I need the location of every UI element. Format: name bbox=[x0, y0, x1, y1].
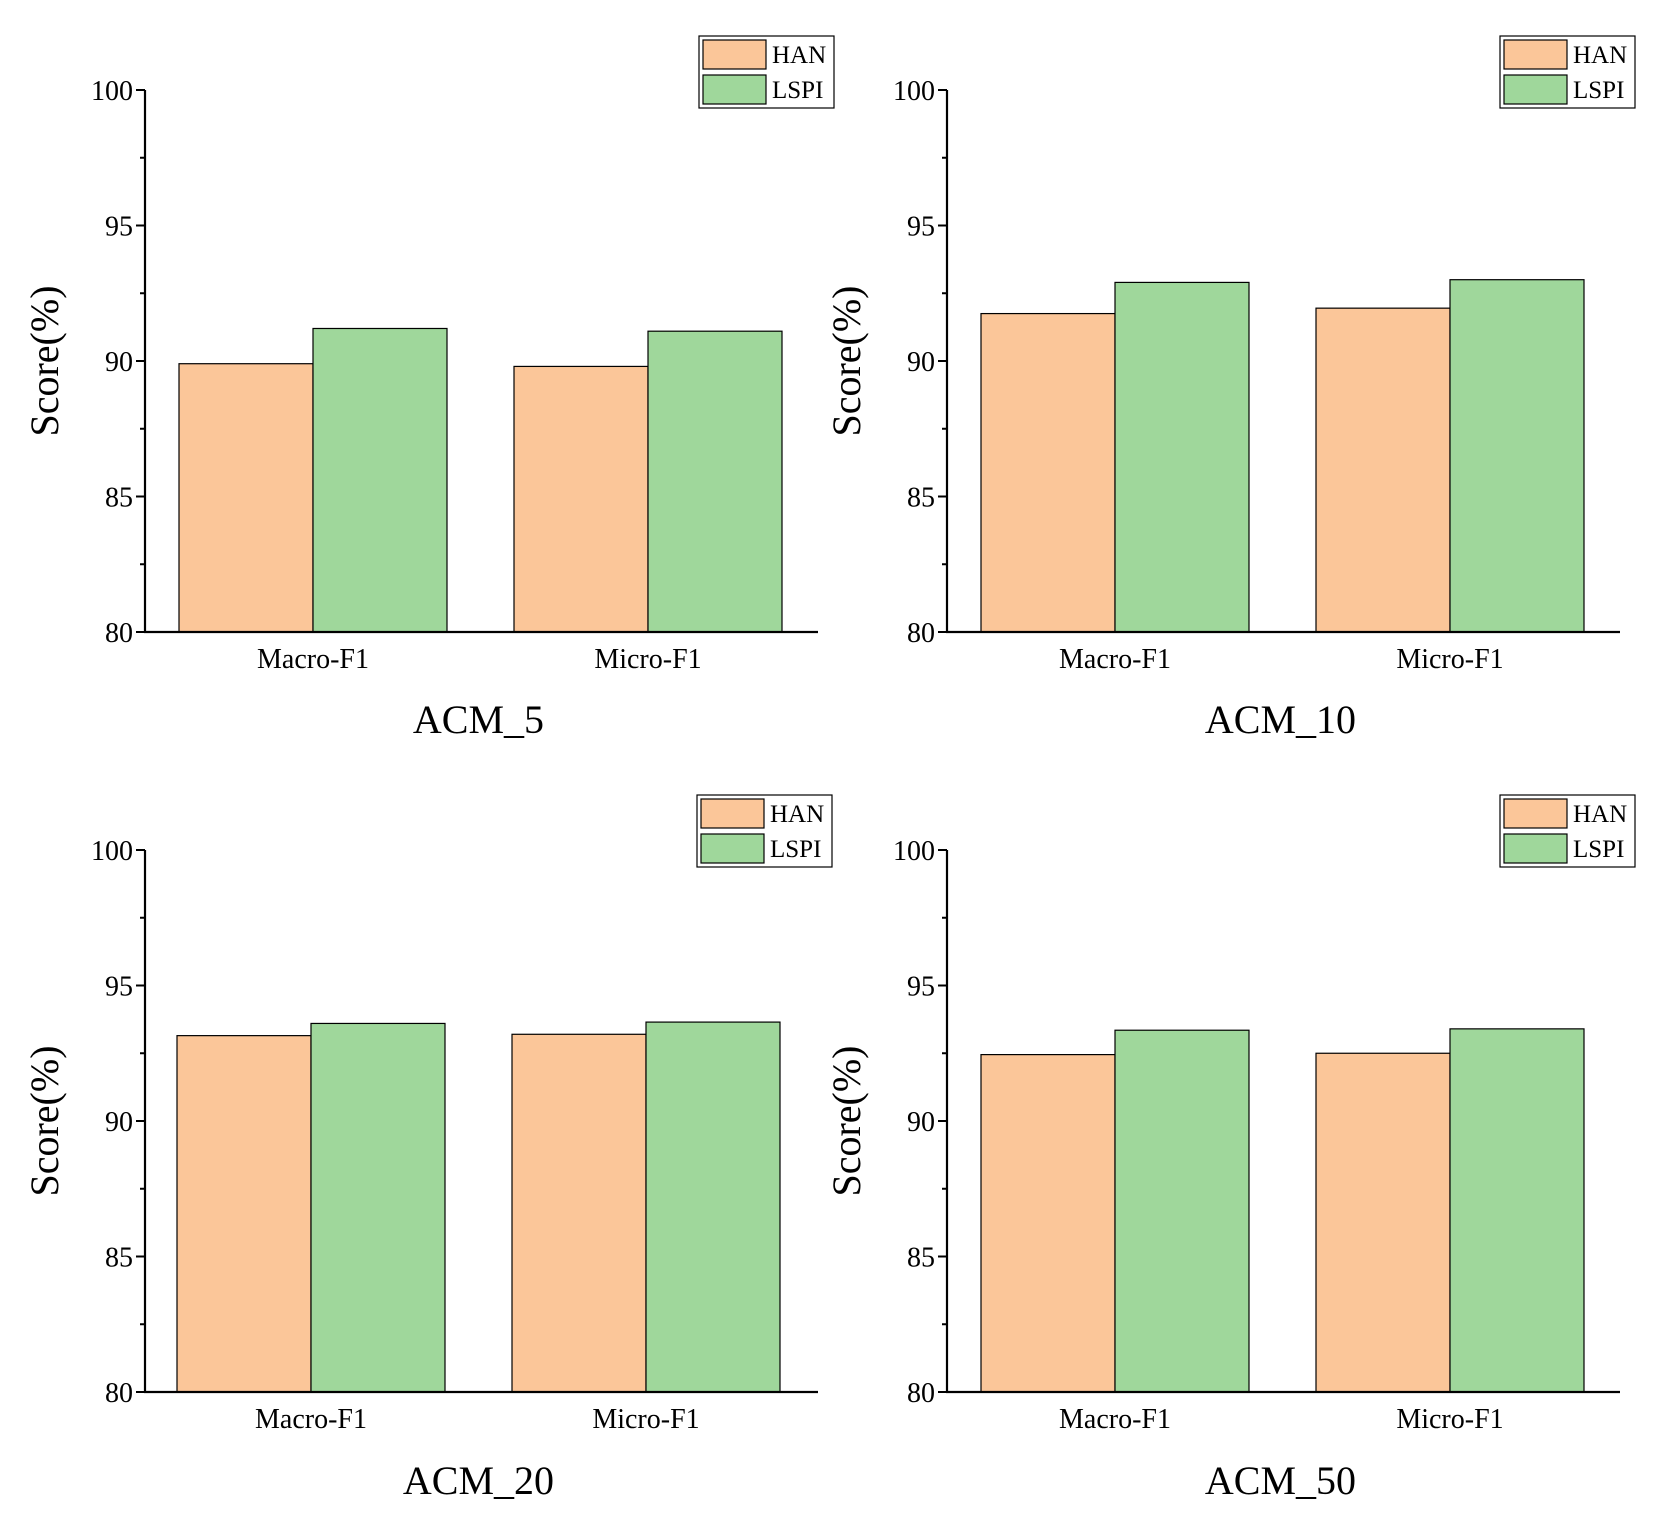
x-axis-label: ACM_10 bbox=[1205, 697, 1356, 742]
bar-lspi-micro-f1 bbox=[645, 1021, 781, 1393]
y-axis-label: Score(%) bbox=[22, 1045, 67, 1196]
bar-han-macro-f1 bbox=[980, 1054, 1116, 1393]
legend-swatch-han bbox=[700, 798, 765, 829]
legend: HAN LSPI bbox=[696, 794, 833, 868]
legend-swatch-han bbox=[1503, 39, 1568, 70]
y-axis-label: Score(%) bbox=[22, 285, 67, 436]
y-tick-label: 80 bbox=[907, 1378, 935, 1409]
x-tick-label: Micro-F1 bbox=[1396, 1404, 1503, 1435]
bar-han-macro-f1 bbox=[176, 1035, 312, 1393]
legend-swatch-lspi bbox=[1503, 833, 1568, 864]
y-tick-label: 85 bbox=[105, 483, 133, 514]
legend-label-lspi: LSPI bbox=[772, 77, 823, 104]
legend-label-lspi: LSPI bbox=[770, 836, 821, 863]
legend-swatch-han bbox=[1503, 798, 1568, 829]
x-tick-label: Macro-F1 bbox=[257, 644, 369, 675]
legend-label-lspi: LSPI bbox=[1573, 836, 1624, 863]
y-tick-label: 100 bbox=[91, 76, 133, 107]
y-tick-label: 80 bbox=[907, 618, 935, 649]
bar-han-micro-f1 bbox=[511, 1033, 647, 1393]
y-tick-label: 85 bbox=[907, 483, 935, 514]
y-tick-label: 95 bbox=[105, 972, 133, 1003]
legend-label-han: HAN bbox=[1573, 801, 1627, 828]
legend-swatch-lspi bbox=[700, 833, 765, 864]
legend: HAN LSPI bbox=[1499, 35, 1636, 109]
y-tick-label: 90 bbox=[105, 1107, 133, 1138]
x-tick-label: Macro-F1 bbox=[1059, 1404, 1171, 1435]
y-axis-label: Score(%) bbox=[824, 1045, 869, 1196]
x-axis-label: ACM_5 bbox=[413, 697, 544, 742]
y-tick-label: 90 bbox=[907, 1107, 935, 1138]
y-tick-label: 80 bbox=[105, 618, 133, 649]
legend: HAN LSPI bbox=[698, 35, 835, 109]
y-tick-label: 85 bbox=[105, 1243, 133, 1274]
y-tick-label: 90 bbox=[907, 347, 935, 378]
legend-swatch-lspi bbox=[1503, 74, 1568, 105]
y-tick-label: 90 bbox=[105, 347, 133, 378]
bar-han-micro-f1 bbox=[1315, 307, 1451, 633]
bar-lspi-micro-f1 bbox=[1449, 1028, 1585, 1393]
bar-lspi-macro-f1 bbox=[1114, 281, 1250, 633]
y-tick-label: 95 bbox=[907, 972, 935, 1003]
x-tick-label: Micro-F1 bbox=[592, 1404, 699, 1435]
y-tick-label: 95 bbox=[907, 212, 935, 243]
y-axis-label: Score(%) bbox=[824, 285, 869, 436]
legend-swatch-lspi bbox=[702, 74, 767, 105]
x-tick-label: Micro-F1 bbox=[594, 644, 701, 675]
y-tick-label: 80 bbox=[105, 1378, 133, 1409]
x-tick-label: Micro-F1 bbox=[1396, 644, 1503, 675]
y-tick-label: 100 bbox=[893, 836, 935, 867]
x-tick-label: Macro-F1 bbox=[1059, 644, 1171, 675]
y-tick-label: 85 bbox=[907, 1243, 935, 1274]
bar-han-micro-f1 bbox=[513, 365, 649, 633]
bar-lspi-micro-f1 bbox=[647, 330, 783, 633]
legend: HAN LSPI bbox=[1499, 794, 1636, 868]
x-axis-label: ACM_20 bbox=[403, 1458, 554, 1503]
legend-label-han: HAN bbox=[772, 42, 826, 69]
bar-lspi-macro-f1 bbox=[310, 1022, 446, 1393]
bar-lspi-macro-f1 bbox=[312, 327, 448, 633]
bar-han-macro-f1 bbox=[178, 363, 314, 633]
bar-lspi-micro-f1 bbox=[1449, 279, 1585, 633]
legend-label-lspi: LSPI bbox=[1573, 77, 1624, 104]
legend-label-han: HAN bbox=[770, 801, 824, 828]
y-tick-label: 95 bbox=[105, 212, 133, 243]
y-tick-label: 100 bbox=[893, 76, 935, 107]
x-axis-label: ACM_50 bbox=[1205, 1458, 1356, 1503]
legend-swatch-han bbox=[702, 39, 767, 70]
bar-lspi-macro-f1 bbox=[1114, 1029, 1250, 1393]
bar-han-macro-f1 bbox=[980, 312, 1116, 633]
legend-label-han: HAN bbox=[1573, 42, 1627, 69]
x-tick-label: Macro-F1 bbox=[255, 1404, 367, 1435]
bar-han-micro-f1 bbox=[1315, 1052, 1451, 1393]
y-tick-label: 100 bbox=[91, 836, 133, 867]
